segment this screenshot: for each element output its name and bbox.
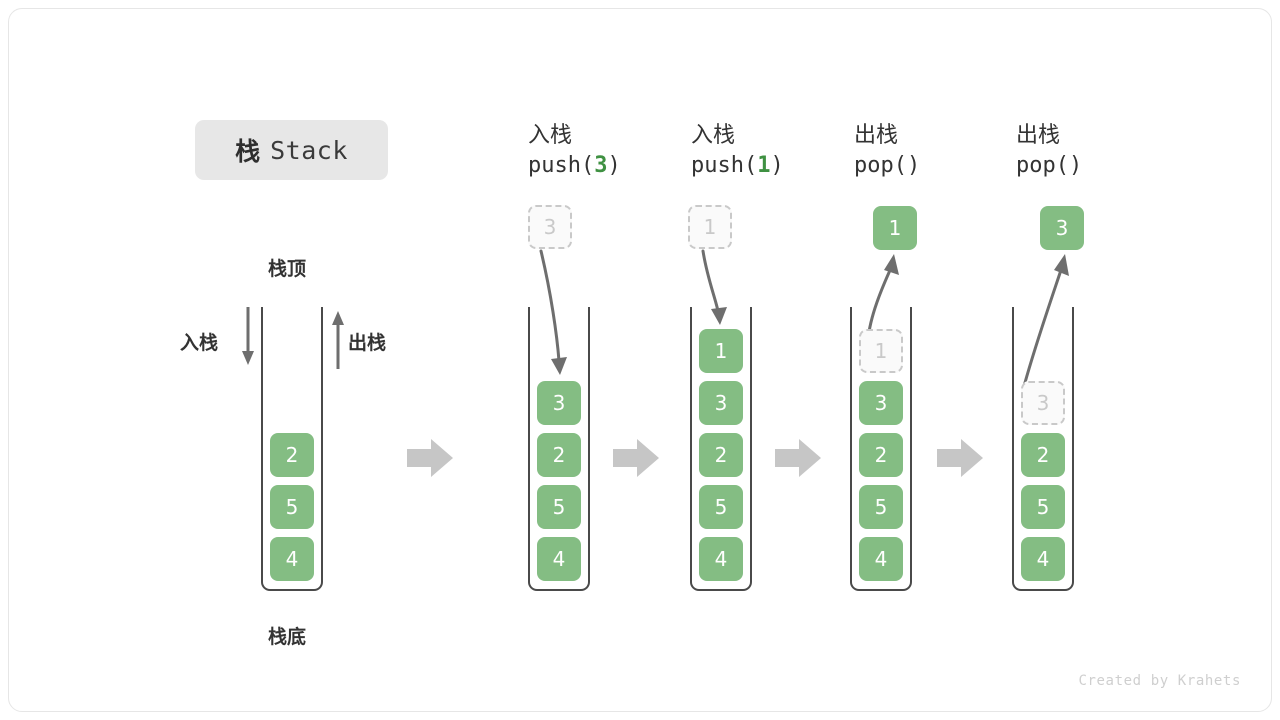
column-header-cn: 出栈 <box>1016 123 1061 148</box>
stack-cell: 5 <box>1021 485 1065 529</box>
stack-cells-initial: 2 5 4 <box>261 307 323 591</box>
stack-container-pop-3 <box>1012 307 1074 591</box>
code-prefix: push( <box>528 153 595 178</box>
stack-cell: 1 <box>699 329 743 373</box>
stack-cells-push-3: 3 2 5 4 <box>528 307 590 591</box>
stack-cell: 5 <box>699 485 743 529</box>
label-stack-bottom: 栈底 <box>268 626 307 648</box>
pop-direction-arrow-icon <box>332 311 344 369</box>
right-block-arrow-icon <box>407 439 453 477</box>
stack-cell: 2 <box>270 433 314 477</box>
stack-container-push-3 <box>528 307 590 591</box>
label-stack-top: 栈顶 <box>268 258 307 280</box>
stack-cell: 3 <box>537 381 581 425</box>
push-direction-arrow-icon <box>242 307 254 365</box>
stack-cell: 3 <box>699 381 743 425</box>
stack-cell: 2 <box>1021 433 1065 477</box>
code-prefix: pop( <box>854 153 907 178</box>
column-header-code: pop() <box>854 153 920 178</box>
title-cn: 栈 <box>235 137 261 166</box>
ghost-cell: 1 <box>859 329 903 373</box>
stack-cell: 5 <box>537 485 581 529</box>
label-pop-direction: 出栈 <box>348 332 387 354</box>
code-arg: 3 <box>594 153 608 178</box>
popped-cell: 1 <box>873 206 917 250</box>
code-arg: 1 <box>757 153 771 178</box>
diagram-card: 栈 Stack /* placeholder keeps ordering re… <box>8 8 1272 712</box>
stack-cell: 4 <box>537 537 581 581</box>
code-suffix: ) <box>770 153 784 178</box>
pop-flow-arrow-icon <box>1021 254 1069 392</box>
ghost-cell: 3 <box>528 205 572 249</box>
stack-cell: 2 <box>537 433 581 477</box>
column-header-code: pop() <box>1016 153 1082 178</box>
label-push-direction: 入栈 <box>180 332 219 354</box>
push-flow-arrow-icon <box>539 249 567 375</box>
code-suffix: ) <box>906 153 921 178</box>
stack-cell: 2 <box>699 433 743 477</box>
push-flow-arrow-icon <box>701 249 727 325</box>
stack-cell: 4 <box>699 537 743 581</box>
stack-cell: 4 <box>1021 537 1065 581</box>
column-header-cn: 入栈 <box>691 123 736 148</box>
column-header-code: push(1) <box>691 153 784 178</box>
ghost-cell: 3 <box>1021 381 1065 425</box>
stack-cells-pop-3: 3 2 5 4 <box>1012 307 1074 591</box>
right-block-arrow-icon <box>613 439 659 477</box>
popped-cell: 3 <box>1040 206 1084 250</box>
stack-cell: 5 <box>270 485 314 529</box>
stack-cell: 3 <box>859 381 903 425</box>
column-header-code: push(3) <box>528 153 621 178</box>
right-block-arrow-icon <box>937 439 983 477</box>
code-prefix: push( <box>691 153 758 178</box>
code-suffix: ) <box>607 153 621 178</box>
ghost-cell: 1 <box>688 205 732 249</box>
stack-container-initial <box>261 307 323 591</box>
column-header-cn: 入栈 <box>528 123 573 148</box>
right-block-arrow-icon <box>775 439 821 477</box>
code-suffix: ) <box>1068 153 1083 178</box>
diagram-title: 栈 Stack <box>195 120 388 180</box>
footer-credit: Created by Krahets <box>1078 673 1241 689</box>
stack-cell: 4 <box>859 537 903 581</box>
stack-cell: 2 <box>859 433 903 477</box>
stack-container-pop-1 <box>850 307 912 591</box>
stack-container-push-1 <box>690 307 752 591</box>
stack-cells-push-1: 1 3 2 5 4 <box>690 307 752 591</box>
title-en: Stack <box>270 135 348 165</box>
stack-cell: 4 <box>270 537 314 581</box>
stack-cells-pop-1: 1 3 2 5 4 <box>850 307 912 591</box>
code-prefix: pop( <box>1016 153 1069 178</box>
column-header-cn: 出栈 <box>854 123 899 148</box>
stack-cell: 5 <box>859 485 903 529</box>
